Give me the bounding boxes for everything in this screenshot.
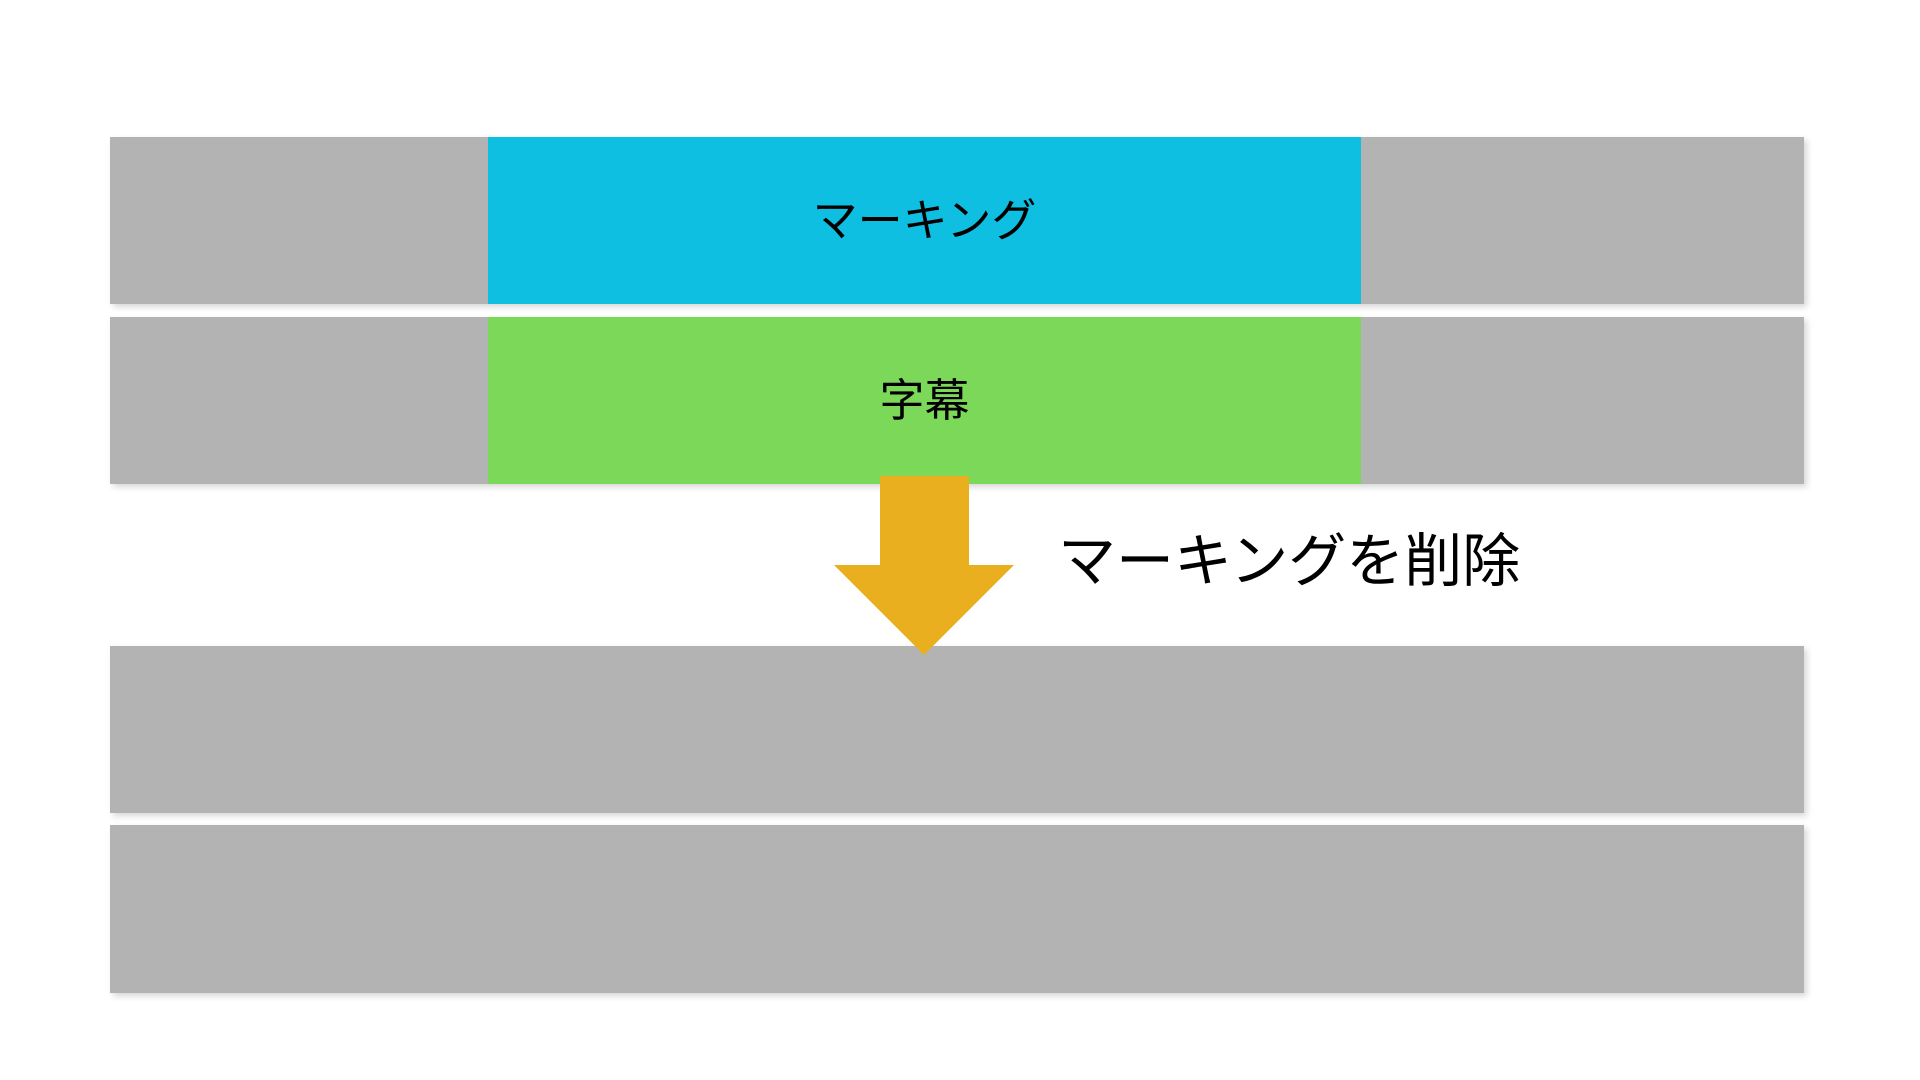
subtitle-segment-label: 字幕 <box>879 375 970 426</box>
marking-segment: マーキング <box>488 137 1361 304</box>
subtitle-segment: 字幕 <box>488 317 1361 484</box>
down-arrow-shape <box>834 476 1014 655</box>
subtitle-row-track: 字幕 <box>110 317 1804 484</box>
result-track-2 <box>110 825 1804 993</box>
marking-row-track: マーキング <box>110 137 1804 304</box>
action-label: マーキングを削除 <box>1058 529 1521 594</box>
down-arrow-icon <box>834 476 1014 655</box>
marking-segment-label: マーキング <box>812 195 1037 246</box>
result-track-1 <box>110 646 1804 813</box>
